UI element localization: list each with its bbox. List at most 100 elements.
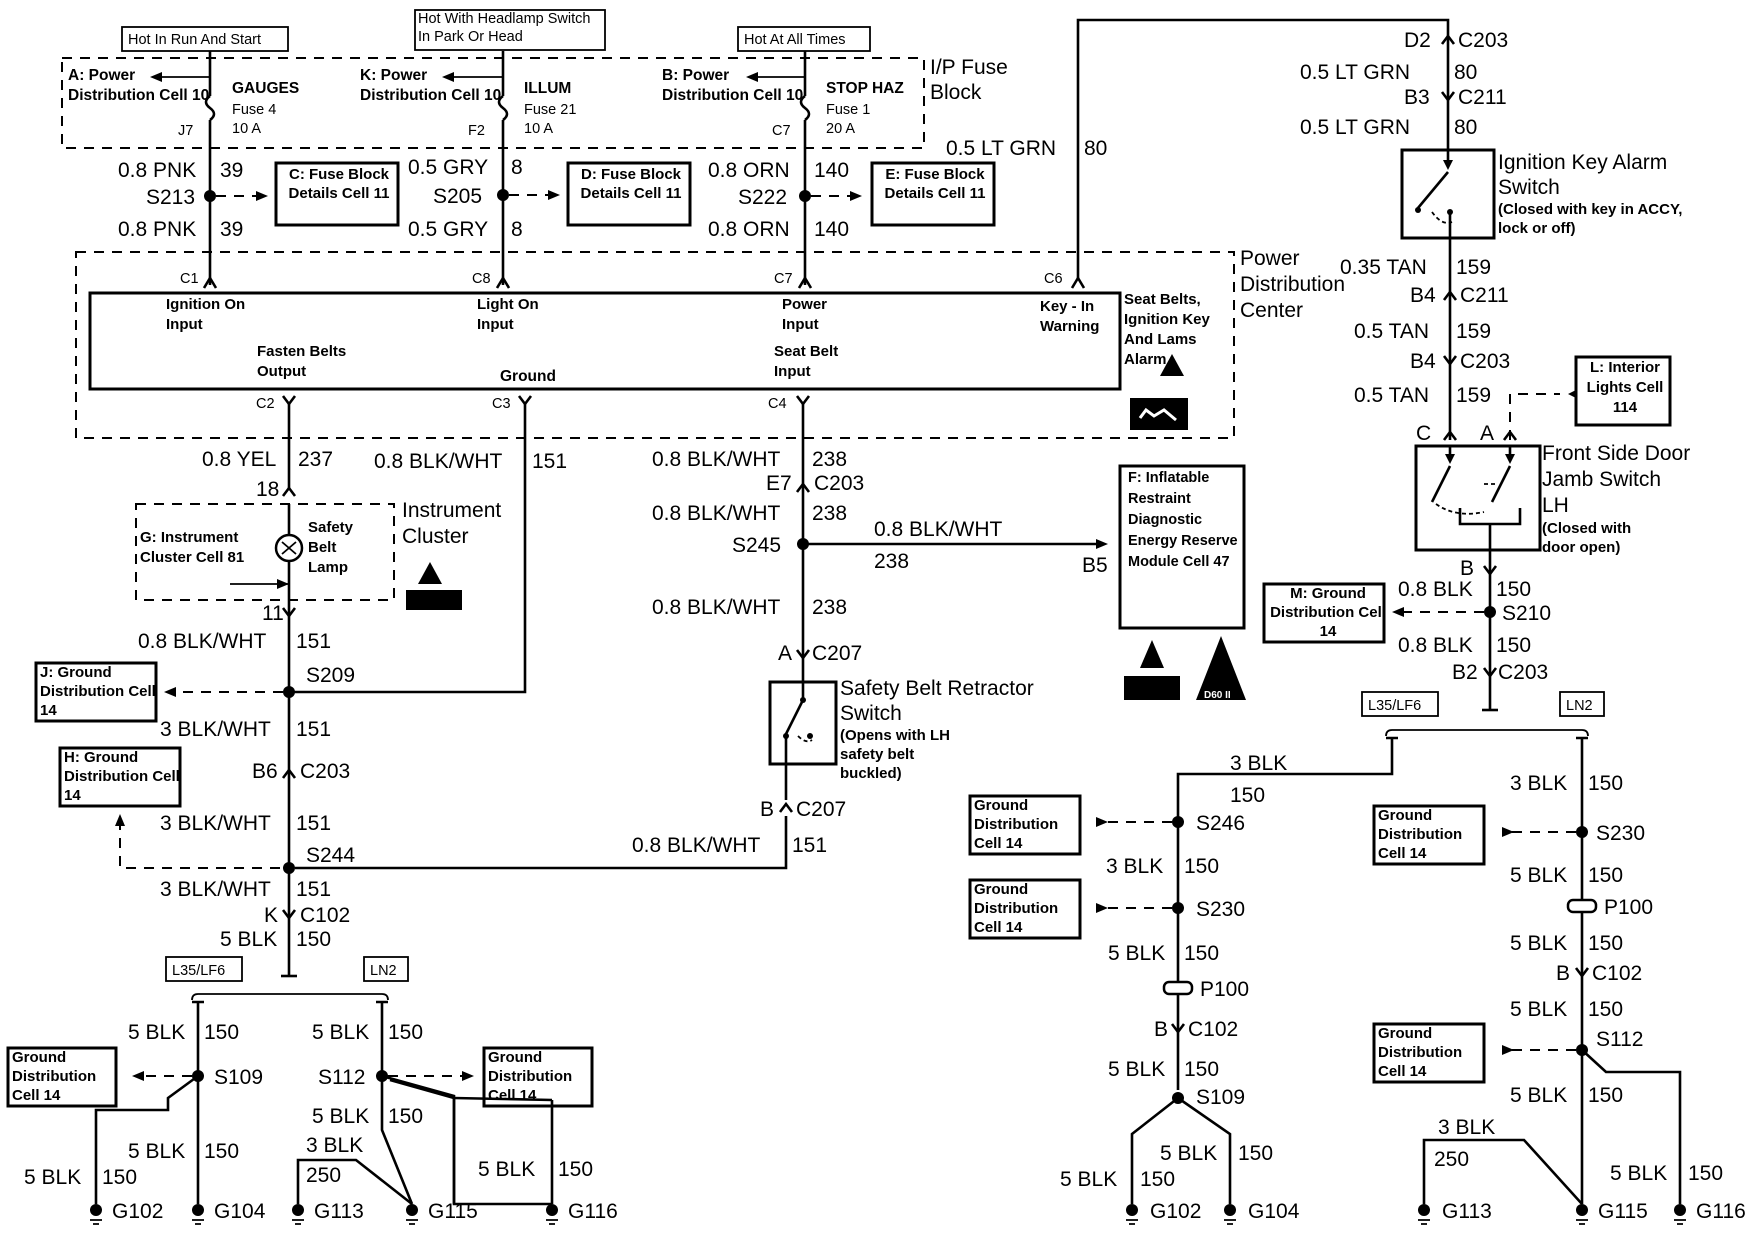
- fuse-block-title: I/P Fuse Block: [930, 56, 1008, 104]
- circuit-150-s230r: 150: [1588, 772, 1623, 795]
- c203-b4-pin: B4: [1410, 350, 1436, 373]
- ground-ref-s109l: Ground Distribution Cell 14: [12, 1049, 97, 1104]
- c207-a-label: C207: [812, 642, 862, 665]
- ground-g104-left: G104: [214, 1200, 266, 1223]
- wire-151-s209: 3 BLK/WHT: [160, 718, 271, 741]
- pdc-border: [75, 251, 1235, 439]
- circuit-151-s209: 151: [296, 718, 331, 741]
- splice-s109-right-label: S109: [1196, 1086, 1245, 1109]
- wire-5blk-g104l: 5 BLK: [128, 1140, 185, 1163]
- wire-8-lower: 0.5 GRY: [408, 218, 488, 241]
- c203-b2-pin: B2: [1452, 661, 1478, 684]
- c207-b-pin: B: [760, 798, 774, 821]
- wire-159-b: 0.5 TAN: [1354, 320, 1429, 343]
- ground-g116-left: G116: [568, 1200, 618, 1223]
- circuit-151-ground: 151: [532, 450, 567, 473]
- c211-b3-label: C211: [1458, 86, 1507, 109]
- warning-triangle-icon: [1196, 636, 1246, 700]
- splice-s210-dot: [1484, 606, 1496, 618]
- ground-chain-l35-right: 3 BLK 150 S246 Ground Distribution Cell …: [968, 736, 1398, 1204]
- circuit-150-s210-a: 150: [1496, 578, 1531, 601]
- p100-right-label: P100: [1604, 896, 1653, 919]
- option-l35-left-box: [165, 956, 243, 982]
- splice-s222-dot: [799, 190, 811, 202]
- ground-chain-ln2-right: 3 BLK 150 S230 Ground Distribution Cell …: [1372, 736, 1723, 1205]
- ref-f-box: [1118, 464, 1246, 630]
- fuse-stop-haz-amps: 20 A: [826, 121, 855, 137]
- ref-m-text: M: Ground Distribution Cell 14: [1270, 585, 1386, 640]
- splice-s246-label: S246: [1196, 812, 1245, 835]
- circuit-150-s230: 150: [1184, 855, 1219, 878]
- option-ln2-left-box: [363, 956, 409, 982]
- ground-chain-ln2-left: 5 BLK 150 S112 Ground Distribution Cell …: [296, 1000, 594, 1206]
- splice-s230-left-label: S230: [1196, 898, 1245, 921]
- wire-5blk-g116l: 5 BLK: [478, 1158, 535, 1181]
- pdc-pin-c7: C7: [774, 271, 793, 287]
- wire-5blk-s112l: 5 BLK: [312, 1021, 369, 1044]
- circuit-150-g115r: 150: [1588, 1084, 1623, 1107]
- option-ln2-right: LN2: [1566, 698, 1593, 714]
- cluster-pin-18: 18: [256, 478, 279, 501]
- circuit-150-s109r: 150: [1184, 1058, 1219, 1081]
- door-switch-title: Front Side Door Jamb Switch LH: [1542, 442, 1691, 517]
- wire-3blk-s230r: 3 BLK: [1510, 772, 1567, 795]
- fuse-block-border: [61, 57, 925, 149]
- retractor-switch-title: Safety Belt Retractor Switch: [840, 677, 1034, 725]
- p100-left-label: P100: [1200, 978, 1249, 1001]
- ref-d-box: [566, 161, 692, 227]
- key-alarm-title: Ignition Key Alarm Switch: [1498, 151, 1668, 199]
- pdc-title: Power Distribution Center: [1240, 247, 1346, 322]
- pdc-module-fo: Seat Belts, Ignition Key And Lams Alarm: [1124, 291, 1210, 368]
- wire-151-seatbelt: 0.8 BLK/WHT: [632, 834, 761, 857]
- ground-g104-right: G104: [1248, 1200, 1300, 1223]
- c203-b4-label: C203: [1460, 350, 1510, 373]
- wire-5blk-s109r: 5 BLK: [1108, 1058, 1165, 1081]
- c203-d2-pin: D2: [1404, 29, 1431, 52]
- fuse-illum-ref: K: Power Distribution Cell 10: [360, 67, 502, 104]
- circuit-250-g113l: 250: [306, 1164, 341, 1187]
- fuse-stop-haz-ref: B: Power Distribution Cell 10: [662, 67, 804, 104]
- c203-b6-label: C203: [300, 760, 350, 783]
- wire-5blk-p100r: 5 BLK: [1510, 864, 1567, 887]
- splice-s245-label: S245: [732, 534, 781, 557]
- pdc-pin-c2: C2: [256, 396, 275, 412]
- safety-belt-lamp-label: Safety Belt Lamp: [308, 519, 354, 576]
- door-pin-b: B: [1460, 557, 1474, 580]
- ground-ref-s112l: Ground Distribution Cell 14: [488, 1049, 573, 1104]
- wire-238-c: 0.8 BLK/WHT: [652, 596, 781, 619]
- splice-s213-label: S213: [146, 186, 195, 209]
- fuse-block-title-fo: I/P Fuse Block: [930, 56, 1008, 104]
- splice-s209-label: S209: [306, 664, 355, 687]
- ground-g116-right: G116: [1696, 1200, 1746, 1223]
- retractor-switch-note: (Opens with LH safety belt buckled): [840, 727, 950, 782]
- wire-8-upper: 0.5 GRY: [408, 156, 488, 179]
- source-headlamp-box: [414, 9, 606, 51]
- option-ln2-left: LN2: [370, 963, 397, 979]
- circuit-150-g102r: 150: [1140, 1168, 1175, 1191]
- fuse-illum-fuse: Fuse 21: [524, 102, 576, 118]
- pdc-input-ignition: Ignition On Input: [166, 296, 246, 333]
- fuse-stop-haz-pin: C7: [772, 123, 791, 139]
- pdc-output-3-fo: Seat Belt Input: [774, 343, 838, 380]
- circuit-150-right-upper: B 0.8 BLK 150 S210 M: Ground Distributio…: [1262, 550, 1551, 712]
- fuse-gauges-pin: J7: [178, 123, 193, 139]
- ground-g102-left: G102: [112, 1200, 163, 1223]
- pdc-pin-c6: C6: [1044, 271, 1063, 287]
- wire-5blk-g102r: 5 BLK: [1060, 1168, 1117, 1191]
- wire-150-s210-b: 0.8 BLK: [1398, 634, 1473, 657]
- source-always-label: Hot At All Times: [744, 32, 846, 48]
- fuse-gauges-fuse: Fuse 4: [232, 102, 276, 118]
- pdc-input-2-fo: Light On Input: [477, 296, 539, 333]
- circuit-150-g116r: 150: [1688, 1162, 1723, 1185]
- wire-151-s244: 3 BLK/WHT: [160, 812, 271, 835]
- circuit-237: 237: [298, 448, 333, 471]
- wire-151-ground: 0.8 BLK/WHT: [374, 450, 503, 473]
- circuit-238-b: 238: [812, 502, 847, 525]
- wire-80-b: 0.5 LT GRN: [1300, 116, 1410, 139]
- inflatable-restraint-module: F: Inflatable Restraint Diagnostic Energ…: [1118, 464, 1246, 701]
- connector-p100-left: [1162, 980, 1194, 996]
- ignition-key-alarm-switch: Ignition Key Alarm Switch (Closed with k…: [1400, 148, 1682, 240]
- ground-g113-left: G113: [314, 1200, 364, 1223]
- splice-s210-label: S210: [1502, 602, 1551, 625]
- circuit-39-lower: 39: [220, 218, 243, 241]
